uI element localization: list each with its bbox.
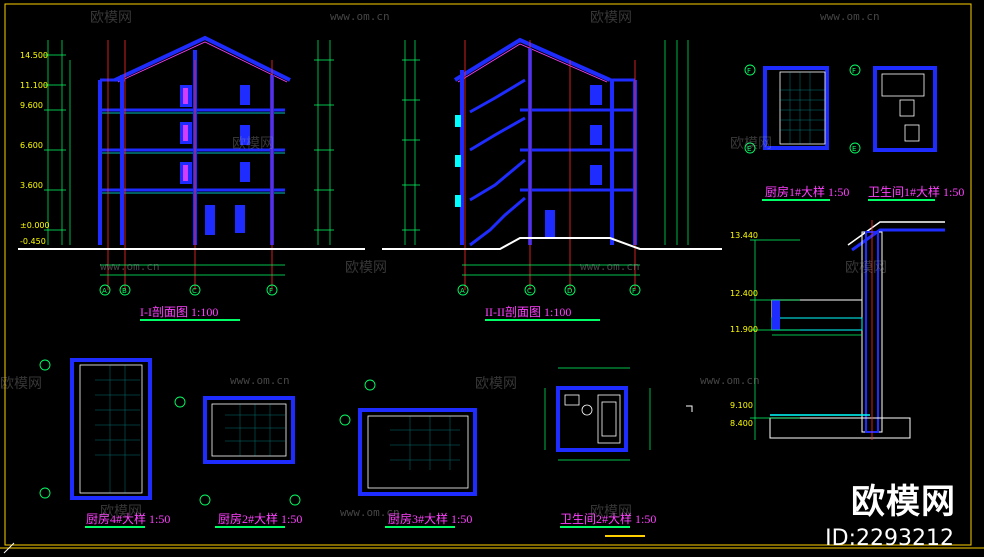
drawing-frame [4,3,972,546]
axis-tag-s1-b: B [122,287,127,295]
elev-left-6: ±0.000 [20,221,50,230]
section-1-drawing [18,35,365,321]
axis-tag-s2-f: F [632,287,636,295]
bath-1-detail-drawing [849,64,937,201]
elev-left-4: 6.600 [20,141,43,150]
axis-tag-s1-c: C [192,287,197,295]
watermark-logo: 欧模网 [475,376,517,392]
watermark-url: www.om.cn [230,374,290,387]
watermark-url: www.om.cn [700,374,760,387]
section-2-title: II-II剖面图 1:100 [485,305,571,319]
bath-2-detail-drawing [544,367,651,528]
watermark-url: www.om.cn [580,260,640,273]
watermark-logo: 欧模网 [590,10,632,26]
elev-left-7: -0.450 [20,237,46,246]
kitchen-3-detail-drawing [339,379,477,528]
elev-wall-5: 8.400 [730,419,753,428]
watermark-url: www.om.cn [820,10,880,23]
watermark-logo: 欧模网 [845,260,887,276]
brand-logo-text: 欧模网 [851,482,956,522]
axis-tag-b1-f: F [852,67,856,75]
elev-wall-2: 12.400 [730,289,758,298]
kitchen-2-title: 厨房2#大样 1:50 [218,511,302,526]
section-1-title: I-I剖面图 1:100 [140,305,218,319]
elev-wall-4: 9.100 [730,401,753,410]
watermark-logo: 欧模网 [345,260,387,276]
axis-tag-s2-c: C [527,287,532,295]
brand-id-label: ID:2293212 [825,526,954,551]
section-2-drawing [382,37,722,321]
watermark-logo: 欧模网 [590,504,632,520]
wall-section-detail [750,220,945,440]
watermark-logo: 欧模网 [100,504,142,520]
axis-tag-s2-d: D [567,287,572,295]
watermark-logo: 欧模网 [90,10,132,26]
watermark-url: www.om.cn [340,506,400,519]
elev-left-2: 11.100 [20,81,48,90]
axis-tag-s1-f: F [269,287,273,295]
axis-tag-k1-f: F [747,67,751,75]
kitchen-2-detail-drawing [174,396,301,528]
kitchen-4-title: 厨房4#大样 1:50 [86,511,170,526]
elev-left-5: 3.600 [20,181,43,190]
elev-left-3: 9.600 [20,101,43,110]
watermark-logo: 欧模网 [0,376,42,392]
watermark-logo: 欧模网 [232,136,274,152]
kitchen-1-detail-drawing [744,64,830,201]
kitchen-4-detail-drawing [39,358,152,528]
axis-tag-k1-e: E [747,145,751,153]
elev-wall-3: 11.900 [730,325,758,334]
ucs-icon [3,542,15,554]
kitchen-3-title: 厨房3#大样 1:50 [388,511,472,526]
watermark-url: www.om.cn [330,10,390,23]
bath-1-title: 卫生间1#大样 1:50 [868,184,964,199]
bath-2-title: 卫生间2#大样 1:50 [560,511,656,526]
elev-left-1: 14.500 [20,51,48,60]
kitchen-1-title: 厨房1#大样 1:50 [765,184,849,199]
axis-tag-s2-a: A [460,287,465,295]
watermark-logo: 欧模网 [730,136,772,152]
watermark-url: www.om.cn [100,260,160,273]
elev-wall-1: 13.440 [730,231,758,240]
axis-tag-s1-a: A [102,287,107,295]
axis-tag-b1-e: E [852,145,856,153]
cursor-marker [686,405,693,412]
